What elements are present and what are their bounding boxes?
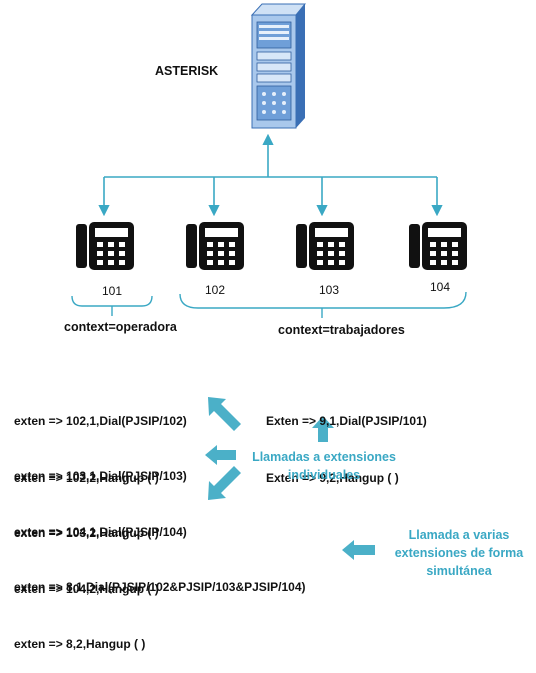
dialplan-line: exten => 102,2,Hangup ( ) [14, 471, 159, 485]
dialplan-line: Exten => 9,2,Hangup ( ) [266, 471, 399, 485]
dialplan-line: exten => 103,1,Dial(PJSIP/103) [14, 469, 187, 483]
arrow-left-icon [205, 445, 236, 465]
server-label: ASTERISK [155, 64, 219, 78]
dialplan-block-103: exten => 103,1,Dial(PJSIP/103) exten => … [14, 429, 187, 562]
note-line: individuales [287, 468, 361, 482]
phone-icon-102 [186, 222, 244, 270]
network-lines [98, 133, 443, 217]
dialplan-block-101: Exten => 9,1,Dial(PJSIP/101) Exten => 9,… [266, 374, 427, 507]
bracket-operadora [71, 295, 153, 316]
phone-icon-104 [409, 222, 467, 270]
dialplan-line: exten => 8,2,Hangup ( ) [14, 637, 146, 651]
server-icon [250, 3, 307, 129]
diagram-canvas [71, 3, 467, 560]
extension-label-104: 104 [430, 280, 451, 294]
context-operadora-label: context=operadora [64, 320, 177, 334]
dialplan-line: exten => 8,1,Dial(PJSIP/102&PJSIP/103&PJ… [14, 580, 306, 594]
extension-label-102: 102 [205, 283, 226, 297]
dialplan-block-group: exten => 8,1,Dial(PJSIP/102&PJSIP/103&PJ… [14, 540, 306, 673]
note-line: simultánea [426, 564, 492, 578]
note-line: extensiones de forma [394, 546, 524, 560]
dialplan-line: Exten => 9,1,Dial(PJSIP/101) [266, 414, 427, 428]
note-simultaneous-calls: Llamada a varias extensiones de forma si… [384, 526, 534, 580]
dialplan-line: exten => 102,1,Dial(PJSIP/102) [14, 414, 187, 428]
phone-icon-101 [76, 222, 134, 270]
arrow-up-icon [312, 416, 334, 442]
note-individual-calls: Llamadas a extensiones individuales [244, 448, 404, 484]
extension-label-101: 101 [102, 284, 123, 298]
phone-icon-103 [296, 222, 354, 270]
note-line: Llamada a varias [408, 528, 510, 542]
dialplan-block-102: exten => 102,1,Dial(PJSIP/102) exten => … [14, 374, 187, 507]
dialplan-line: exten => 104,1,Dial(PJSIP/104) [14, 525, 187, 539]
bracket-trabajadores [179, 291, 467, 318]
arrow-left-icon-group [342, 540, 375, 560]
extension-label-103: 103 [319, 283, 340, 297]
context-trabajadores-label: context=trabajadores [278, 323, 405, 337]
dialplan-line: exten => 103,2,Hangup ( ) [14, 526, 159, 540]
note-line: Llamadas a extensiones [252, 450, 396, 464]
arrow-downleft-icon [208, 466, 241, 500]
arrow-upleft-icon [208, 397, 241, 431]
